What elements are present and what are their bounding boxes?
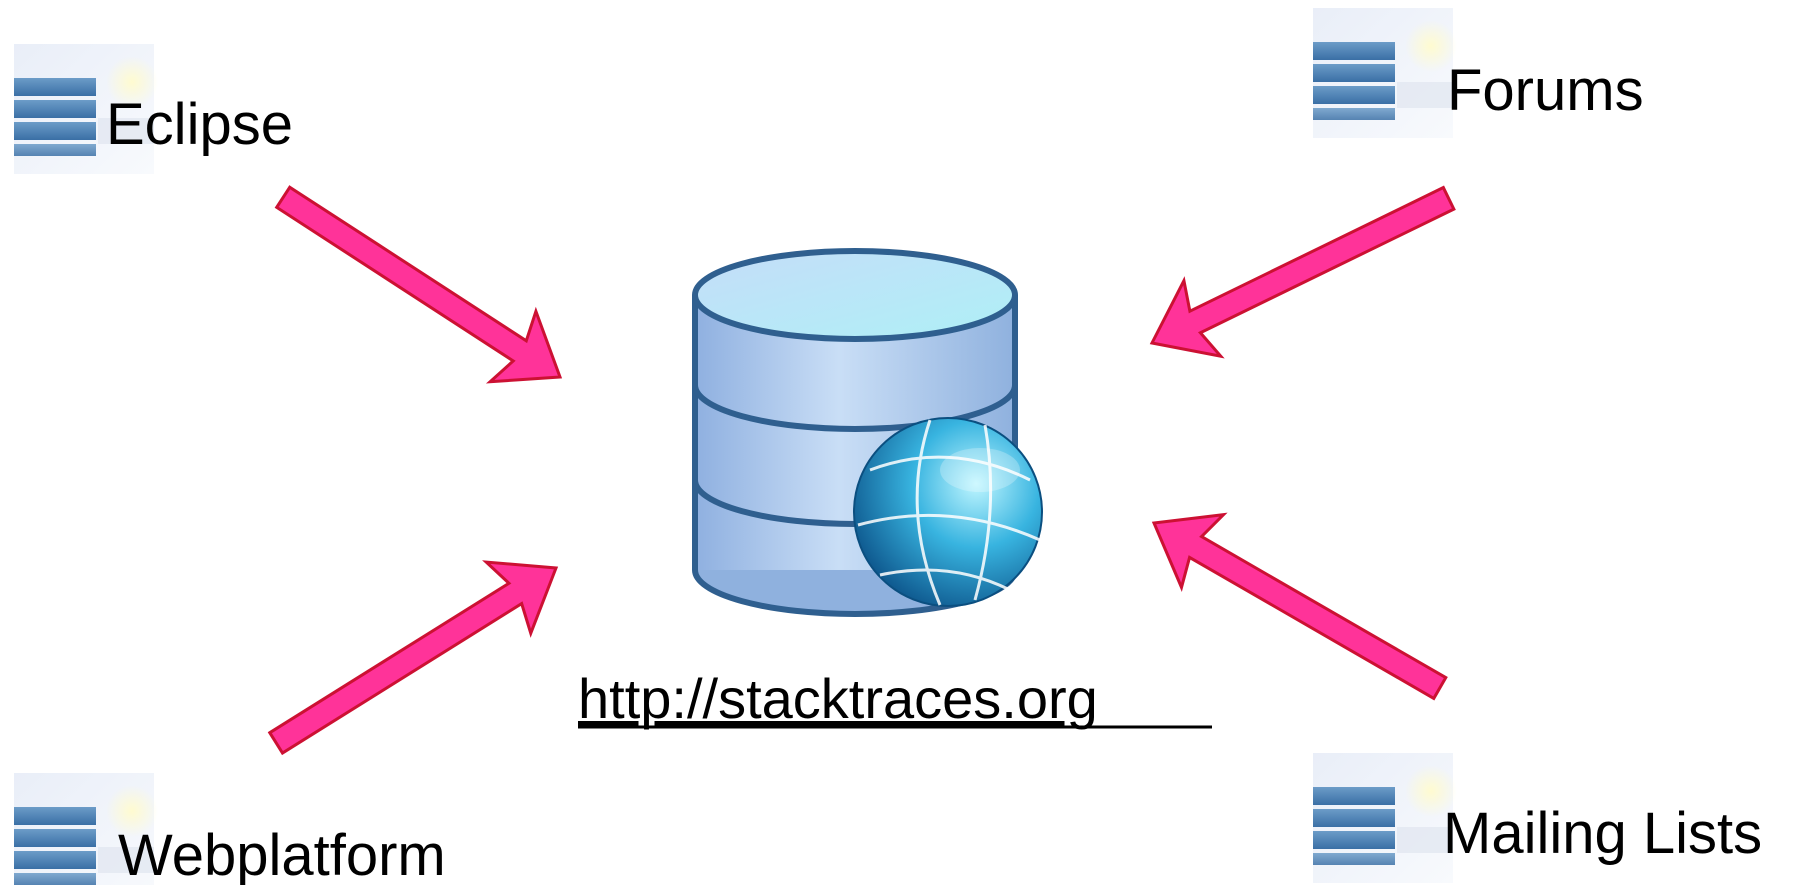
window-stack-icon (1313, 753, 1457, 883)
database-globe-icon (692, 248, 1043, 617)
webplatform-source: Webplatform (14, 773, 446, 885)
mailing-lists-label: Mailing Lists (1443, 801, 1762, 866)
webplatform-label: Webplatform (118, 823, 446, 885)
globe-icon (853, 417, 1043, 607)
mailing-lists-source: Mailing Lists (1313, 753, 1762, 883)
eclipse-source: Eclipse (14, 44, 293, 174)
eclipse-label: Eclipse (106, 92, 293, 157)
arrow-forums-to-db (1132, 159, 1469, 383)
arrow-mailinglists-to-db (1131, 485, 1463, 726)
arrow-eclipse-to-db (258, 160, 585, 414)
forums-label: Forums (1447, 58, 1644, 123)
arrow-webplatform-to-db (252, 530, 580, 780)
window-stack-icon (1313, 8, 1457, 138)
forums-source: Forums (1313, 8, 1644, 138)
url-link[interactable]: http://stacktraces.org (578, 667, 1098, 730)
